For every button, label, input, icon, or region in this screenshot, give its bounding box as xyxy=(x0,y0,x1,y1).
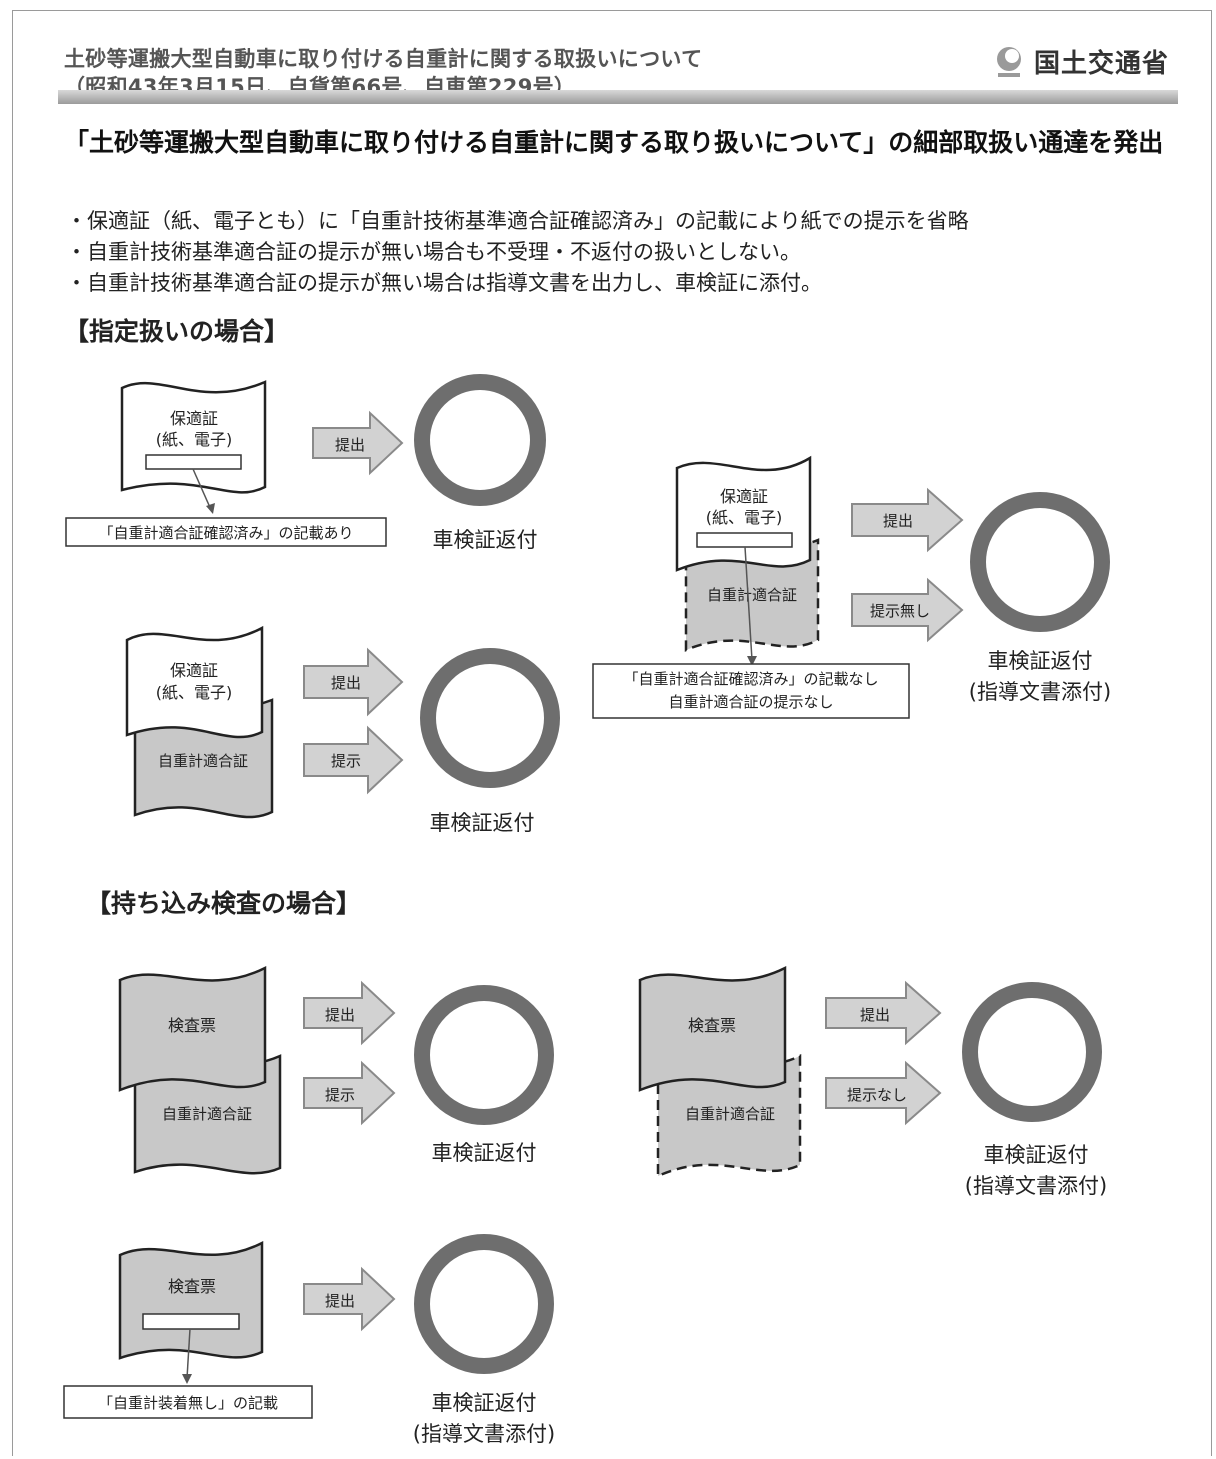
case-designated-2: 自重計適合証 保適証 (紙、電子) 提出 提示 車検証返付 xyxy=(125,625,560,835)
arrow-label: 提出 xyxy=(331,674,361,692)
result-label: 車検証返付 xyxy=(432,1391,537,1415)
arrow-label: 提示 xyxy=(331,752,361,770)
doc-field xyxy=(142,1313,240,1330)
result-note: (指導文書添付) xyxy=(969,680,1111,704)
submit-arrow xyxy=(303,1266,396,1332)
doc-field xyxy=(145,454,242,470)
arrow-label: 提示無し xyxy=(870,602,930,620)
hotekisho-doc xyxy=(125,625,264,739)
doc-sublabel: (紙、電子) xyxy=(706,508,783,527)
bullet-item: ・自重計技術基準適合証の提示が無い場合は指導文書を出力し、車検証に添付。 xyxy=(66,271,822,295)
callout-text: 「自重計装着無し」の記載 xyxy=(98,1394,278,1412)
ok-circle xyxy=(970,492,1110,632)
page-frame xyxy=(12,10,1212,1456)
submit-arrow xyxy=(303,647,404,717)
doc-label: 自重計適合証 xyxy=(685,1105,775,1123)
result-label: 車検証返付 xyxy=(430,811,535,835)
doc-label: 保適証 xyxy=(720,487,768,506)
doc-label: 自重計適合証 xyxy=(158,752,248,770)
logo-text: 国土交通省 xyxy=(1034,48,1170,79)
page-headline: 「土砂等運搬大型自動車に取り付ける自重計に関する取り扱いについて」の細部取扱い通… xyxy=(64,128,1164,157)
doc-label: 自重計適合証 xyxy=(162,1105,252,1123)
header-bar xyxy=(58,90,1178,104)
leader-arrowhead xyxy=(747,656,757,666)
arrow-label: 提出 xyxy=(325,1292,355,1310)
arrow-label: 提示なし xyxy=(847,1086,907,1104)
submit-arrow xyxy=(851,487,964,553)
arrow-label: 提出 xyxy=(860,1006,890,1024)
result-label: 車検証返付 xyxy=(988,649,1093,673)
leader-arrowhead xyxy=(206,503,215,514)
bullet-item: ・自重計技術基準適合証の提示が無い場合も不受理・不返付の扱いとしない。 xyxy=(66,240,801,264)
callout-text: 自重計適合証の提示なし xyxy=(668,693,833,711)
ok-circle xyxy=(420,648,560,788)
section-designated: 【指定扱いの場合】 xyxy=(64,317,290,346)
callout-box xyxy=(65,517,387,547)
not-presented-arrow xyxy=(851,577,964,643)
case-bring-in-2: 自重計適合証 検査票 提出 提示なし 車検証返付 (指導文書添付) xyxy=(638,965,1107,1198)
callout-text: 「自重計適合証確認済み」の記載なし xyxy=(623,670,878,688)
present-arrow xyxy=(303,1060,396,1126)
doc-label: 保適証 xyxy=(170,661,218,680)
arrow-label: 提出 xyxy=(325,1006,355,1024)
ok-circle xyxy=(414,1234,554,1374)
doc-label: 検査票 xyxy=(168,1277,216,1296)
result-note: (指導文書添付) xyxy=(965,1174,1107,1198)
callout-box xyxy=(63,1385,313,1419)
callout-text: 「自重計適合証確認済み」の記載あり xyxy=(98,524,353,542)
not-presented-arrow xyxy=(825,1060,942,1126)
case-bring-in-1: 自重計適合証 検査票 提出 提示 車検証返付 xyxy=(118,965,554,1175)
bullet-item: ・保適証（紙、電子とも）に「自重計技術基準適合証確認済み」の記載により紙での提示… xyxy=(66,209,969,233)
ok-circle xyxy=(414,985,554,1125)
section-bring-in: 【持ち込み検査の場合】 xyxy=(86,889,362,918)
submit-arrow xyxy=(312,410,404,476)
bullet-list: ・保適証（紙、電子とも）に「自重計技術基準適合証確認済み」の記載により紙での提示… xyxy=(66,206,969,299)
submit-arrow xyxy=(303,980,396,1046)
callout-leader xyxy=(744,546,753,661)
present-arrow xyxy=(303,725,404,795)
mlit-logo-icon xyxy=(997,47,1021,77)
arrow-label: 提出 xyxy=(883,512,913,530)
arrow-label: 提示 xyxy=(325,1086,355,1104)
case-designated-1: 保適証 (紙、電子) 「自重計適合証確認済み」の記載あり 提出 車検証返付 xyxy=(65,374,546,552)
result-note: (指導文書添付) xyxy=(413,1422,555,1446)
callout-leader xyxy=(186,1328,191,1379)
case-designated-3: 自重計適合証 保適証 (紙、電子) 「自重計適合証確認済み」の記載なし 自重計適… xyxy=(592,455,1111,719)
mlit-logo: 国土交通省 xyxy=(992,44,1170,79)
doc-label: 検査票 xyxy=(168,1016,216,1035)
callout-leader xyxy=(192,468,213,513)
ok-circle xyxy=(414,374,546,506)
arrow-label: 提出 xyxy=(335,436,365,454)
doc-label: 自重計適合証 xyxy=(707,586,797,604)
header-title: 土砂等運搬大型自動車に取り付ける自重計に関する取扱いについて xyxy=(64,47,703,71)
doc-sublabel: (紙、電子) xyxy=(156,683,233,702)
callout-box xyxy=(592,663,910,719)
case-bring-in-3: 検査票 「自重計装着無し」の記載 提出 車検証返付 (指導文書添付) xyxy=(63,1234,555,1446)
submit-arrow xyxy=(825,980,942,1046)
ok-circle xyxy=(962,982,1102,1122)
leader-arrowhead xyxy=(182,1374,192,1384)
doc-label: 保適証 xyxy=(170,409,218,428)
kensahyo-doc xyxy=(118,1240,264,1360)
result-label: 車検証返付 xyxy=(432,1141,537,1165)
doc-field xyxy=(696,532,793,548)
doc-sublabel: (紙、電子) xyxy=(156,430,233,449)
result-label: 車検証返付 xyxy=(433,528,538,552)
kensahyo-doc xyxy=(118,965,267,1092)
result-label: 車検証返付 xyxy=(984,1143,1089,1167)
kensahyo-doc xyxy=(638,965,787,1092)
doc-label: 検査票 xyxy=(688,1016,736,1035)
